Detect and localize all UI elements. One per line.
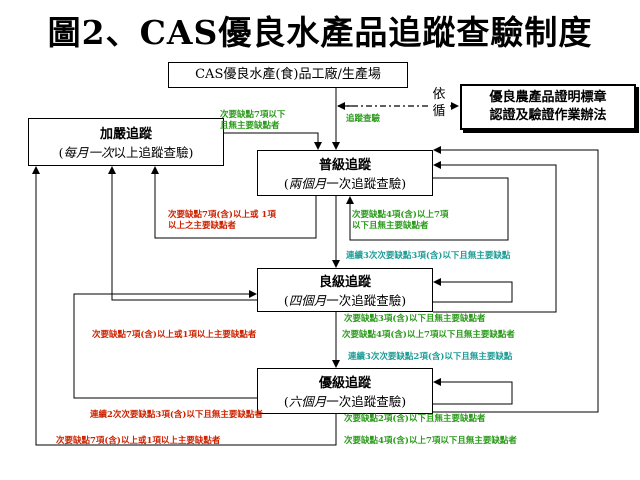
label-to-strict-top: 次要缺點7項以下且無主要缺點者 bbox=[220, 110, 286, 131]
excellent-tracking-title: 優級追蹤 bbox=[318, 376, 371, 391]
normal-tracking-box: 普級追蹤 (兩個月一次追蹤查驗) bbox=[257, 150, 433, 196]
arrow-excellent-to-strict bbox=[32, 166, 337, 446]
label-normal-to-strict: 次要缺點7項(含)以上或 1項以上之主要缺點者 bbox=[168, 210, 276, 231]
label-excellent-stay: 次要缺點2項(含)以下且無主要缺點者 bbox=[344, 414, 486, 424]
arrow-good-stay bbox=[433, 278, 513, 303]
label-good-to-normal: 次要缺點4項(含)以上7項以下且無主要缺點者 bbox=[342, 330, 515, 340]
regulation-box: 優良農產品證明標章 認證及驗證作業辦法 bbox=[460, 84, 636, 130]
arrow-excellent-to-good bbox=[73, 290, 257, 399]
arrow-good-to-normal bbox=[433, 161, 557, 313]
strict-tracking-title: 加嚴追蹤 bbox=[99, 127, 152, 142]
arrow-good-to-strict bbox=[108, 166, 257, 301]
label-good-to-strict: 次要缺點7項(含)以上或1項以上主要缺點者 bbox=[92, 330, 257, 340]
label-excellent-to-normal: 次要缺點4項(含)以上7項以下且無主要缺點者 bbox=[344, 436, 517, 446]
normal-tracking-frequency: (兩個月一次追蹤查驗) bbox=[283, 176, 407, 191]
label-normal-to-good: 連續3次次要缺點3項(含)以下且無主要缺點 bbox=[346, 251, 511, 261]
label-good-to-excellent: 連續3次次要缺點2項(含)以下且無主要缺點 bbox=[348, 352, 513, 362]
good-tracking-box: 良級追蹤 (四個月一次追蹤查驗) bbox=[257, 268, 433, 312]
arrow-excellent-to-normal bbox=[433, 146, 599, 413]
strict-tracking-frequency: (每月一次以上追蹤查驗) bbox=[58, 145, 194, 160]
arrow-excellent-stay bbox=[433, 378, 513, 405]
label-excellent-to-good: 連續2次次要缺點3項(含)以下且無主要缺點者 bbox=[90, 410, 263, 420]
label-normal-stay: 次要缺點4項(含)以上7項以下且無主要缺點者 bbox=[352, 210, 449, 231]
good-tracking-frequency: (四個月一次追蹤查驗) bbox=[283, 293, 407, 308]
label-good-stay: 次要缺點3項(含)以下且無主要缺點者 bbox=[344, 314, 486, 324]
label-tracking-check: 追蹤查驗 bbox=[346, 114, 381, 124]
basis-label: 依循 bbox=[429, 86, 449, 120]
factory-box: CAS優良水產(食)品工廠/生產場 bbox=[168, 62, 408, 88]
excellent-tracking-box: 優級追蹤 (六個月一次追蹤查驗) bbox=[257, 368, 433, 414]
arrow-strict-to-normal bbox=[224, 132, 322, 150]
strict-tracking-box: 加嚴追蹤 (每月一次以上追蹤查驗) bbox=[28, 118, 224, 166]
label-excellent-to-strict: 次要缺點7項(含)以上或1項以上主要缺點者 bbox=[56, 436, 221, 446]
arrow-normal-to-strict bbox=[151, 166, 317, 239]
excellent-tracking-frequency: (六個月一次追蹤查驗) bbox=[283, 394, 407, 409]
arrow-normal-stay bbox=[346, 177, 509, 241]
normal-tracking-title: 普級追蹤 bbox=[318, 158, 371, 173]
page-title: 圖2、CAS優良水產品追蹤查驗制度 bbox=[47, 13, 593, 52]
good-tracking-title: 良級追蹤 bbox=[318, 275, 371, 290]
